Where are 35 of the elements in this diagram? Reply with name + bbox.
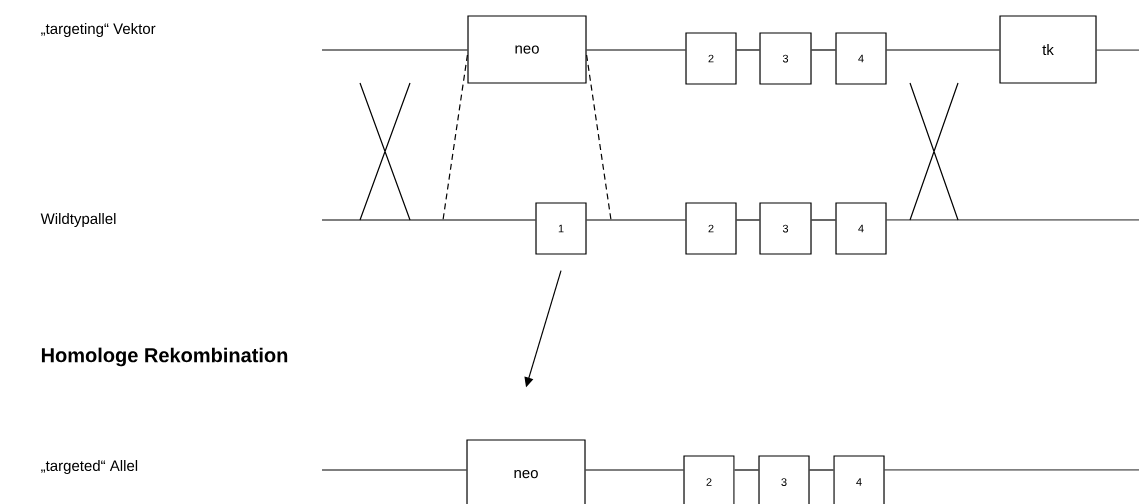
row-label: „targeted“ Allel: [41, 460, 138, 474]
exon-box: 3: [758, 455, 810, 504]
dna-strand: [736, 219, 760, 221]
dna-strand: [321, 219, 536, 221]
gene-box: neo: [466, 439, 586, 504]
leader-line: [586, 54, 612, 221]
dna-strand: [884, 469, 1139, 471]
dna-strand: [585, 469, 684, 471]
dna-strand: [886, 219, 1139, 221]
leader-line: [442, 54, 468, 221]
exon-box: 3: [759, 202, 812, 255]
dna-strand: [1096, 49, 1139, 51]
dna-strand: [736, 49, 760, 51]
exon-box: 2: [683, 455, 735, 504]
exon-box: 2: [685, 32, 737, 85]
heading: Homologe Rekombination: [41, 347, 288, 367]
dna-strand: [586, 49, 686, 51]
gene-box: tk: [999, 15, 1097, 84]
dna-strand: [734, 469, 759, 471]
gene-box: neo: [467, 15, 587, 84]
dna-strand: [886, 49, 1000, 51]
exon-box: 2: [685, 202, 737, 255]
dna-strand: [809, 469, 834, 471]
dna-strand: [586, 219, 686, 221]
dna-strand: [811, 219, 836, 221]
dna-strand: [811, 49, 836, 51]
exon-box: 1: [535, 202, 587, 255]
dna-strand: [321, 49, 468, 51]
exon-box: 4: [835, 202, 887, 255]
exon-box: 4: [833, 455, 885, 504]
row-label: Wildtypallel: [40, 213, 116, 227]
dna-strand: [321, 469, 467, 471]
exon-box: 4: [835, 32, 887, 85]
exon-box: 3: [759, 32, 812, 85]
row-label: „targeting“ Vektor: [41, 23, 156, 37]
